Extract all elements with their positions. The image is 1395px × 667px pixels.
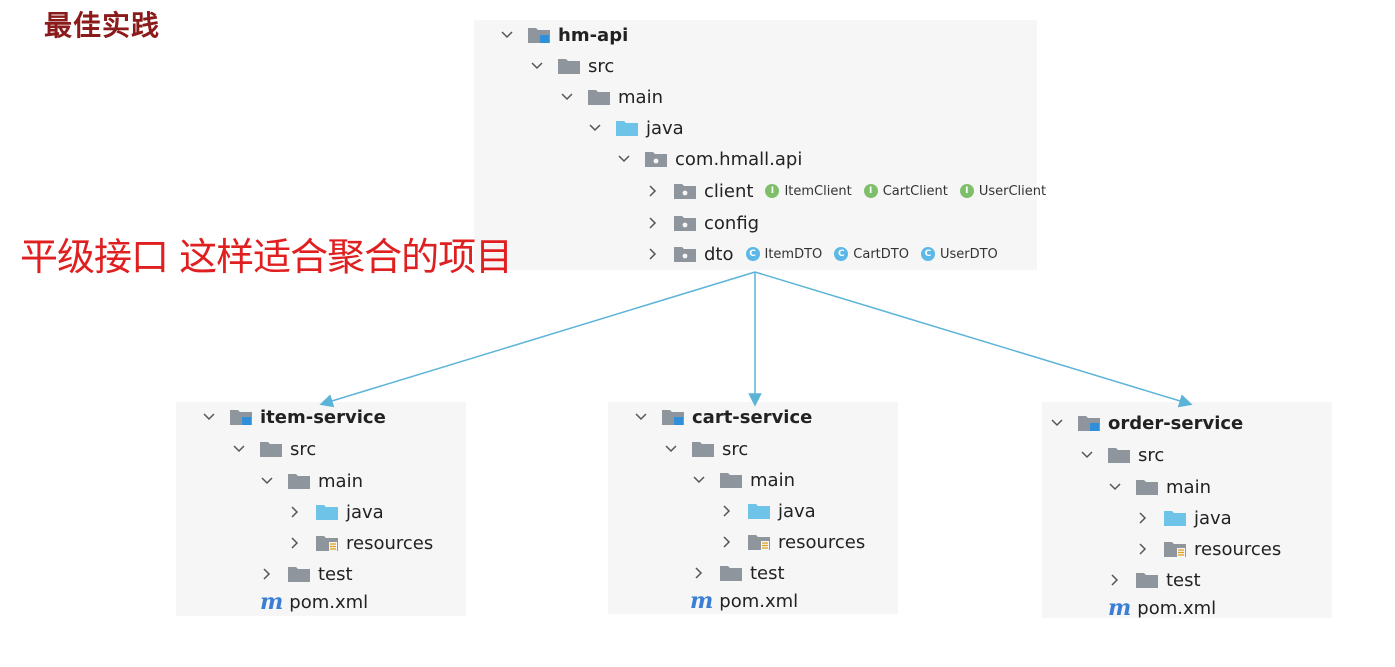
tree-row-java[interactable]: java (1136, 503, 1232, 533)
tree-row-test[interactable]: test (260, 559, 353, 589)
resources-label: resources (1194, 538, 1282, 560)
interface-icon: I (959, 184, 974, 198)
src-label: src (722, 438, 749, 460)
module-label: order-service (1108, 412, 1244, 434)
tree-row-src[interactable]: src (530, 51, 614, 81)
tree-row-test[interactable]: test (1108, 565, 1201, 595)
tree-row-module[interactable]: item-service (202, 402, 386, 432)
tree-row-resources[interactable]: resources (720, 527, 865, 557)
tree-row-resources[interactable]: resources (288, 528, 433, 558)
tree-row-package[interactable]: com.hmall.api (617, 144, 802, 174)
maven-pom-icon: m (260, 589, 284, 615)
pom-label: pom.xml (289, 591, 369, 613)
tree-row-pom[interactable]: m pom.xml (1108, 593, 1216, 623)
maven-pom-icon: m (690, 588, 714, 614)
class-icon: C (920, 247, 935, 261)
pom-label: pom.xml (719, 590, 799, 612)
test-label: test (750, 562, 785, 584)
slide-title: 最佳实践 (44, 9, 161, 42)
interface-icon: I (765, 184, 780, 198)
annotation-text: 平级接口 这样适合聚合的项目 (20, 235, 513, 279)
main-label: main (618, 86, 663, 108)
service-tree-panel: cart-service src main java resources tes… (608, 402, 898, 614)
tree-row-module[interactable]: order-service (1050, 408, 1243, 438)
src-label: src (1138, 444, 1165, 466)
java-label: java (778, 500, 816, 522)
class-icon: C (834, 247, 849, 261)
java-label: java (646, 117, 684, 139)
client-label: client (704, 180, 754, 202)
module-label: hm-api (558, 24, 629, 46)
package-label: com.hmall.api (675, 148, 803, 170)
tree-row-main[interactable]: main (560, 82, 663, 112)
tree-row-pom[interactable]: m pom.xml (260, 587, 368, 617)
interface-icon: I (863, 184, 878, 198)
tree-row-module[interactable]: cart-service (634, 402, 812, 432)
tree-row-java[interactable]: java (720, 496, 816, 526)
class-icon: C (745, 247, 760, 261)
service-tree-panel: item-service src main java resources tes… (176, 402, 466, 616)
arrow-to-item-service (319, 271, 756, 408)
service-tree-panel: order-service src main java resources te… (1042, 402, 1332, 621)
test-label: test (318, 563, 353, 585)
maven-pom-icon: m (1108, 595, 1132, 621)
resources-label: resources (778, 531, 866, 553)
java-label: java (346, 501, 384, 523)
module-label: cart-service (692, 406, 813, 428)
tree-row-module[interactable]: hm-api (500, 20, 628, 50)
module-label: item-service (260, 406, 386, 428)
config-label: config (704, 212, 760, 234)
tree-row-src[interactable]: src (664, 434, 748, 464)
src-label: src (290, 438, 317, 460)
tree-row-main[interactable]: main (260, 466, 363, 496)
tree-row-resources[interactable]: resources (1136, 534, 1281, 564)
main-label: main (750, 469, 795, 491)
dto-label: dto (704, 243, 734, 265)
tree-row-config[interactable]: config (646, 208, 759, 238)
main-label: main (1166, 476, 1211, 498)
tree-row-main[interactable]: main (1108, 472, 1211, 502)
tree-row-test[interactable]: test (692, 558, 785, 588)
src-label: src (588, 55, 615, 77)
pom-label: pom.xml (1137, 597, 1217, 619)
tree-row-pom[interactable]: m pom.xml (690, 586, 798, 616)
tree-row-java[interactable]: java (588, 113, 684, 143)
java-label: java (1194, 507, 1232, 529)
test-label: test (1166, 569, 1201, 591)
resources-label: resources (346, 532, 434, 554)
main-label: main (318, 470, 363, 492)
api-tree-panel: hm-api src main java com.hmall.api clien… (474, 20, 1046, 270)
arrow-to-order-service (754, 271, 1193, 408)
tree-row-src[interactable]: src (232, 434, 316, 464)
tree-row-java[interactable]: java (288, 497, 384, 527)
tree-row-main[interactable]: main (692, 465, 795, 495)
tree-row-src[interactable]: src (1080, 440, 1164, 470)
